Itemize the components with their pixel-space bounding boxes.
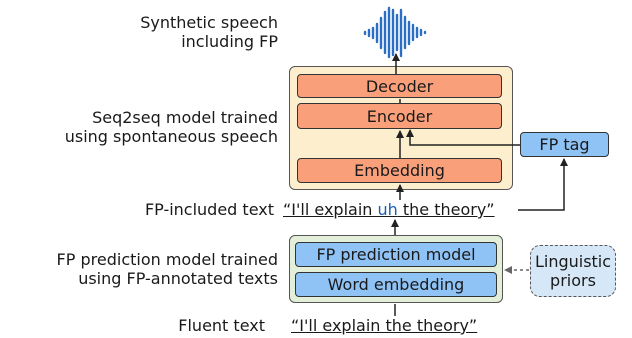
linguistic-priors-block: Linguistic priors <box>530 245 616 297</box>
fp-prediction-model-block: FP prediction model <box>295 242 497 267</box>
synthetic-speech-label-line2: including FP <box>181 32 278 51</box>
decoder-block: Decoder <box>297 74 502 98</box>
fp-model-label-line2: using FP-annotated texts <box>78 269 278 288</box>
linguistic-priors-line1: Linguistic <box>534 252 612 271</box>
seq2seq-model-label: Seq2seq model trained using spontaneous … <box>65 108 278 146</box>
word-embedding-block: Word embedding <box>295 272 497 297</box>
fp-included-text-label: FP-included text <box>144 200 274 219</box>
fp-model-label-line1: FP prediction model trained <box>56 250 278 269</box>
waveform-icon <box>363 6 427 59</box>
seq2seq-label-line1: Seq2seq model trained <box>92 108 278 127</box>
fp-tag-block: FP tag <box>520 132 609 157</box>
seq2seq-label-line2: using spontaneous speech <box>64 127 278 146</box>
fp-included-text-before: “I'll explain <box>283 200 378 219</box>
fp-prediction-model-label: FP prediction model trained using FP-ann… <box>57 250 278 288</box>
fluent-text: “I'll explain the theory” <box>291 316 478 335</box>
fp-word: uh <box>377 200 398 219</box>
synthetic-speech-label-line1: Synthetic speech <box>140 13 278 32</box>
fp-included-text: “I'll explain uh the theory” <box>283 200 495 219</box>
embedding-block: Embedding <box>297 158 502 183</box>
synthetic-speech-label: Synthetic speech including FP <box>140 13 278 51</box>
fp-included-text-after: the theory” <box>397 200 495 219</box>
fluent-text-label: Fluent text <box>178 316 265 335</box>
encoder-block: Encoder <box>297 103 502 129</box>
linguistic-priors-line2: priors <box>550 271 596 290</box>
